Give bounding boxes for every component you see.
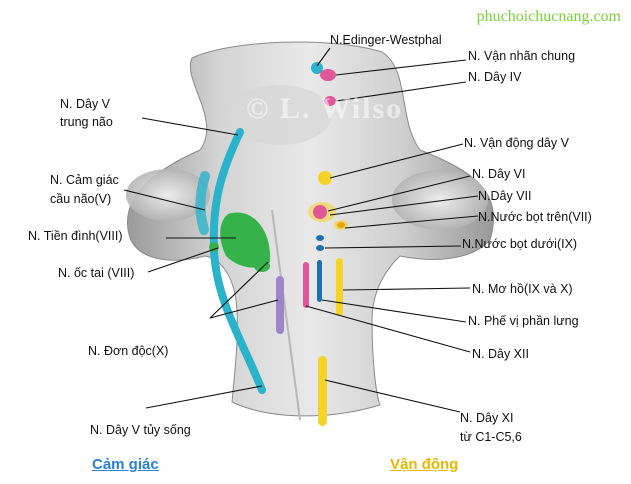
ambiguus-nucleus	[336, 258, 343, 316]
label-oculomotor: N. Vận nhãn chung	[468, 49, 576, 63]
facial-abducens-nucleus	[313, 205, 327, 219]
label-cochlear: N. ốc tai (VIII)	[58, 266, 135, 280]
left-peduncle	[126, 169, 210, 221]
legend-sensory: Cảm giác	[92, 456, 159, 473]
label-trigeminal-mesencephalic-2: trung não	[60, 115, 113, 129]
accessory-nucleus	[318, 356, 327, 426]
label-abducens: N. Dây VI	[472, 167, 526, 181]
solitary-nucleus	[276, 276, 284, 334]
label-facial: N.Dây VII	[478, 189, 532, 203]
label-ambiguus: N. Mơ hồ(IX và X)	[472, 282, 573, 296]
label-trigeminal-motor: N. Vận động dây V	[464, 136, 569, 150]
label-superior-salivatory: N.Nước bọt trên(VII)	[478, 210, 592, 224]
dorsal-vagal-nucleus	[317, 260, 322, 302]
label-hypoglossal: N. Dây XII	[472, 347, 529, 361]
label-vestibular: N. Tiền đình(VIII)	[28, 229, 123, 243]
brainstem-body	[126, 41, 494, 421]
label-edinger-westphal: N.Edinger-Westphal	[330, 33, 442, 47]
superior-salivatory-nucleus	[316, 235, 324, 241]
trigeminal-motor-nucleus	[318, 171, 332, 185]
edinger-westphal-nucleus	[311, 62, 323, 74]
trochlear-nucleus	[324, 96, 336, 106]
midbrain-surface	[228, 85, 332, 145]
label-sensory-pons-2: cầu não(V)	[50, 192, 112, 206]
label-spinal-trigeminal: N. Dây V tủy sống	[90, 423, 191, 437]
hypoglossal-nucleus	[303, 262, 309, 308]
label-inferior-salivatory: N.Nước bọt dưới(IX)	[462, 237, 578, 251]
nuclei	[195, 62, 348, 426]
copyright-mark: © L. Wilso	[246, 92, 404, 125]
vestibular-nucleus	[220, 212, 271, 268]
watermark: phuchoichucnang.com	[476, 8, 621, 25]
inferior-salivatory-nucleus	[316, 245, 324, 251]
label-trochlear: N. Dây IV	[468, 70, 522, 84]
label-trigeminal-mesencephalic-1: N. Dây V	[60, 97, 111, 111]
label-solitary: N. Đơn độc(X)	[88, 344, 169, 358]
leader-lines	[123, 47, 479, 413]
label-accessory-2: từ C1-C5,6	[460, 430, 522, 444]
label-accessory-1: N. Dây XI	[460, 411, 514, 425]
label-dorsal-vagal: N. Phế vị phần lưng	[468, 314, 579, 328]
oculomotor-nucleus	[320, 69, 336, 81]
legend-motor: Vận động	[390, 456, 459, 473]
label-sensory-pons-1: N. Cảm giác	[50, 173, 119, 187]
right-peduncle	[392, 170, 488, 230]
